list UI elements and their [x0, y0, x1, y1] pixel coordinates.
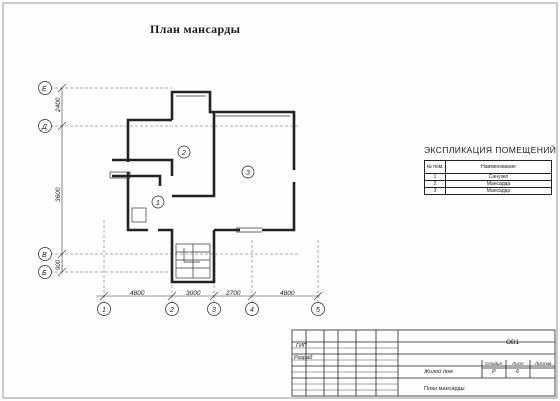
table-row: 1 Санузел: [424, 173, 552, 181]
explication-table: № пом. Наименование 1 Санузел 2 Мансарда…: [424, 160, 552, 195]
dim-bottom-1: 4800: [130, 290, 145, 297]
svg-text:2: 2: [181, 150, 186, 157]
axis-bubble-5: 5: [311, 302, 325, 316]
stamp-code: ОВ1: [506, 339, 520, 346]
axis-bubble-2: 2: [165, 302, 179, 316]
stamp-header-stage: Стадия: [485, 361, 502, 366]
wall-details: [109, 95, 290, 279]
axis-bubble-B: Б: [38, 265, 52, 279]
axis-bubble-1: 1: [97, 302, 111, 316]
dim-bottom-2: 3000: [186, 290, 201, 297]
dim-bottom-3: 2700: [225, 290, 241, 297]
svg-text:Б: Б: [42, 270, 47, 277]
axis-bubble-V: В: [38, 247, 52, 261]
dim-bottom-4: 4800: [280, 290, 295, 297]
stamp-sheet-number: 6: [516, 369, 520, 375]
svg-text:3: 3: [212, 307, 216, 314]
row-name: Мансарда: [445, 187, 552, 195]
row-name: Санузел: [445, 173, 552, 181]
axis-bubble-4: 4: [245, 302, 259, 316]
svg-text:Е: Е: [42, 86, 47, 93]
drawing-title: План мансарды: [150, 22, 241, 36]
svg-text:2: 2: [169, 307, 174, 314]
table-header-row: № пом. Наименование: [424, 160, 552, 174]
row-name: Мансарда: [445, 180, 552, 188]
svg-text:1: 1: [102, 307, 106, 314]
title-block: [291, 329, 556, 397]
dim-left-3: 900: [56, 259, 62, 270]
svg-text:3: 3: [246, 170, 250, 177]
explication-title: ЭКСПЛИКАЦИЯ ПОМЕЩЕНИЙ: [424, 145, 557, 155]
axis-bubble-E: Е: [38, 81, 52, 95]
row-num: 1: [424, 173, 446, 181]
axis-bubble-3: 3: [207, 302, 221, 316]
svg-text:В: В: [42, 252, 47, 259]
row-num: 2: [424, 180, 446, 188]
walls: [112, 90, 296, 284]
room-marker-2: 2: [177, 145, 191, 159]
room-marker-1: 1: [151, 195, 165, 209]
room-marker-3: 3: [241, 165, 255, 179]
row-num: 3: [424, 187, 446, 195]
dim-left-1: 2400: [55, 97, 62, 113]
stamp-sheet-title: План мансарды: [424, 386, 465, 392]
table-row: 3 Мансарда: [424, 187, 552, 195]
svg-text:4: 4: [250, 307, 254, 314]
svg-text:5: 5: [316, 307, 320, 314]
stamp-header-sheet: Лист: [512, 361, 524, 366]
stamp-object: Жилой дом: [424, 369, 453, 375]
stamp-header-sheets: Листов: [535, 361, 552, 366]
stamp-role-razrab: Разраб: [294, 355, 313, 361]
svg-text:Д: Д: [41, 124, 47, 131]
stamp-role-gip: ГИП: [296, 343, 307, 349]
header-name: Наименование: [445, 160, 552, 174]
dim-left-2: 3600: [55, 187, 62, 202]
left-dimension-chain: [40, 83, 300, 277]
table-row: 2 Мансарда: [424, 180, 552, 188]
header-num: № пом.: [424, 160, 446, 174]
stamp-stage: Р: [492, 369, 496, 375]
svg-text:1: 1: [156, 200, 160, 207]
axis-bubble-D: Д: [38, 119, 52, 133]
